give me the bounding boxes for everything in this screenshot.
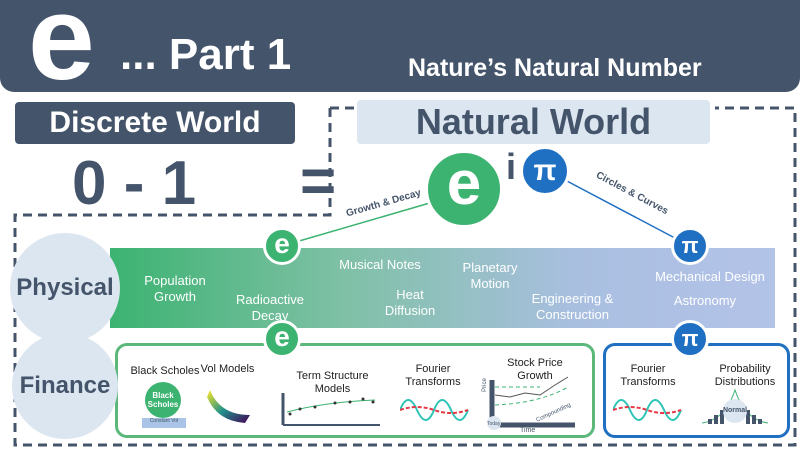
pi-circle-physical: π	[671, 227, 709, 265]
i-exponent: i	[506, 146, 517, 187]
e-circle-physical: e	[263, 227, 301, 265]
physical-item: Musical Notes	[339, 257, 421, 272]
time-axis-label: Time	[520, 427, 536, 434]
subtitle: Nature’s Natural Number	[408, 54, 702, 82]
black-scholes-badge: Black Scholes	[145, 382, 181, 418]
finance-item: Vol Models	[200, 363, 255, 375]
price-axis-label: Price	[481, 378, 488, 392]
e-circle: e	[425, 150, 503, 228]
natural-world-label: Natural World	[357, 100, 710, 144]
stock-price-chart-icon	[487, 376, 575, 430]
constant-vol-base: Constant Vol	[142, 418, 186, 428]
e-circle-finance: e	[263, 320, 301, 358]
equals-sign: =	[300, 147, 337, 216]
discrete-world-label: Discrete World	[15, 102, 295, 144]
pi-circle-finance: π	[671, 320, 709, 358]
physical-item: Heat Diffusion	[384, 287, 436, 318]
finance-item: Black Scholes	[130, 365, 200, 377]
title-banner	[0, 0, 800, 92]
normal-distribution-icon	[701, 388, 769, 424]
term-structure-chart-icon	[281, 393, 380, 426]
finance-item: Stock Price Growth	[507, 357, 563, 382]
normal-label: Normal	[722, 407, 748, 414]
physical-item: Mechanical Design	[655, 269, 765, 284]
finance-item: Fourier Transforms	[620, 363, 676, 388]
fourier-wave-icon	[400, 399, 469, 421]
physical-item: Planetary Motion	[462, 260, 518, 291]
fourier-wave-icon	[613, 399, 682, 421]
physical-circle: Physical	[10, 233, 120, 343]
finance-item: Probability Distributions	[714, 363, 776, 388]
finance-item: Fourier Transforms	[405, 363, 461, 388]
finance-item: Term Structure Models	[296, 370, 369, 395]
finance-circle: Finance	[12, 333, 118, 439]
today-label: Today	[487, 421, 501, 427]
discrete-expression: 0 - 1	[72, 149, 197, 218]
pi-circle: π	[520, 146, 570, 196]
physical-item: Astronomy	[673, 293, 737, 308]
physical-band	[110, 248, 775, 328]
vol-surface-icon	[207, 390, 250, 423]
physical-item: Radioactive Decay	[236, 292, 304, 323]
physical-item: Population Growth	[144, 273, 206, 304]
physical-item: Engineering & Construction	[531, 291, 614, 322]
title-part: ... Part 1	[120, 30, 292, 79]
title-e: e	[28, 0, 95, 105]
